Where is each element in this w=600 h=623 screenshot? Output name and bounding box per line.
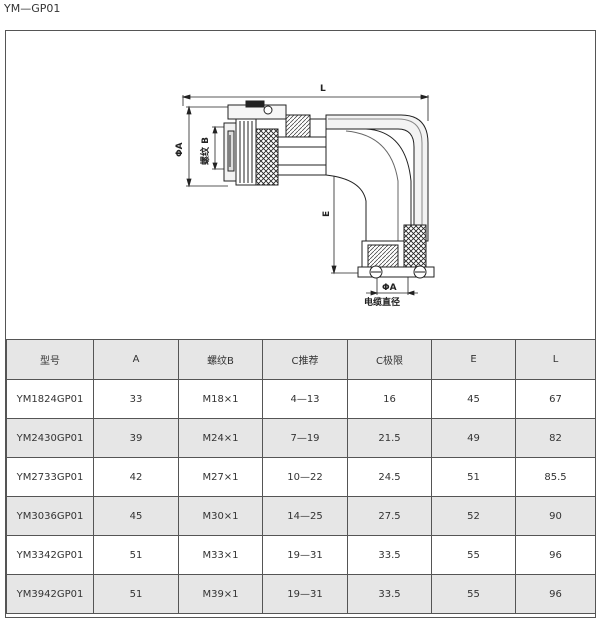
table-row: YM3942GP01 51 M39×1 19—31 33.5 55 96 (6, 574, 596, 614)
connector-drawing: L ΦA 螺纹 B (6, 31, 595, 339)
cell-thread-b: M18×1 (178, 379, 263, 419)
connector-drawing-svg: L ΦA 螺纹 B (175, 84, 435, 308)
cell-thread-b: M24×1 (178, 418, 263, 458)
cell-thread-b: M33×1 (178, 535, 263, 575)
table-header-row: 型号 A 螺纹B C推荐 C极限 E L (6, 339, 596, 380)
column-header-e: E (431, 339, 516, 380)
cell-l: 96 (515, 535, 596, 575)
column-header-model: 型号 (6, 339, 94, 380)
dimension-phi-a (186, 105, 228, 188)
cell-a: 42 (93, 457, 179, 497)
connector-body (223, 100, 435, 279)
cell-e: 52 (431, 496, 516, 536)
cell-thread-b: M30×1 (178, 496, 263, 536)
cell-c-limit: 27.5 (347, 496, 432, 536)
label-cable-diameter: 电缆直径 (364, 296, 400, 308)
cell-e: 49 (431, 418, 516, 458)
cell-model: YM2733GP01 (6, 457, 94, 497)
cell-c-recommended: 14—25 (262, 496, 348, 536)
cell-l: 85.5 (515, 457, 596, 497)
column-header-c-recommended: C推荐 (262, 339, 348, 380)
table-row: YM3036GP01 45 M30×1 14—25 27.5 52 90 (6, 496, 596, 536)
dimension-cable-diameter (366, 271, 418, 296)
column-header-c-limit: C极限 (347, 339, 432, 380)
cell-a: 33 (93, 379, 179, 419)
cell-l: 67 (515, 379, 596, 419)
cell-c-recommended: 19—31 (262, 535, 348, 575)
table-row: YM2733GP01 42 M27×1 10—22 24.5 51 85.5 (6, 457, 596, 497)
document-title: YM—GP01 (4, 2, 61, 15)
specification-table: 型号 A 螺纹B C推荐 C极限 E L YM1824GP01 33 M18×1… (6, 339, 596, 614)
cell-a: 51 (93, 535, 179, 575)
label-e: E (322, 211, 332, 217)
table-row: YM2430GP01 39 M24×1 7—19 21.5 49 82 (6, 418, 596, 458)
cell-a: 45 (93, 496, 179, 536)
column-header-a: A (93, 339, 179, 380)
cell-a: 51 (93, 574, 179, 614)
cell-thread-b: M39×1 (178, 574, 263, 614)
cell-c-recommended: 7—19 (262, 418, 348, 458)
cell-e: 55 (431, 535, 516, 575)
cell-c-limit: 16 (347, 379, 432, 419)
cell-e: 45 (431, 379, 516, 419)
cell-l: 82 (515, 418, 596, 458)
spec-sheet-frame: L ΦA 螺纹 B (5, 30, 596, 618)
cell-l: 90 (515, 496, 596, 536)
cell-a: 39 (93, 418, 179, 458)
cell-c-recommended: 19—31 (262, 574, 348, 614)
cell-thread-b: M27×1 (178, 457, 263, 497)
cell-c-limit: 24.5 (347, 457, 432, 497)
cell-model: YM1824GP01 (6, 379, 94, 419)
label-l: L (320, 84, 326, 94)
table-row: YM3342GP01 51 M33×1 19—31 33.5 55 96 (6, 535, 596, 575)
column-header-thread-b: 螺纹B (178, 339, 263, 380)
cell-l: 96 (515, 574, 596, 614)
cell-model: YM3036GP01 (6, 496, 94, 536)
cell-e: 51 (431, 457, 516, 497)
cell-model: YM2430GP01 (6, 418, 94, 458)
dimension-l (181, 94, 430, 121)
cell-c-limit: 33.5 (347, 574, 432, 614)
cell-c-limit: 33.5 (347, 535, 432, 575)
cell-c-recommended: 4—13 (262, 379, 348, 419)
label-thread-b: 螺纹 B (199, 137, 211, 165)
label-cable-phi-a: ΦA (382, 283, 397, 293)
label-phi-a: ΦA (175, 142, 185, 157)
cell-c-recommended: 10—22 (262, 457, 348, 497)
cell-model: YM3342GP01 (6, 535, 94, 575)
cell-c-limit: 21.5 (347, 418, 432, 458)
cell-model: YM3942GP01 (6, 574, 94, 614)
column-header-l: L (515, 339, 596, 380)
table-row: YM1824GP01 33 M18×1 4—13 16 45 67 (6, 379, 596, 419)
cell-e: 55 (431, 574, 516, 614)
